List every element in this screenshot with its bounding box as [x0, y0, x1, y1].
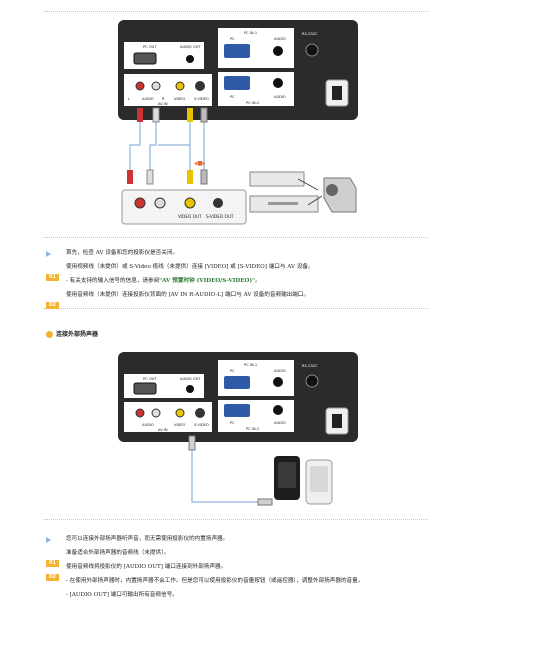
- audio-out-label-2: AUDIO OUT: [180, 377, 201, 381]
- sec1-step1: 使用视频线（未提供）或 S-Video 缆线（未提供）连接 [VIDEO] 或 …: [66, 264, 314, 270]
- pc-out-port: [133, 52, 157, 65]
- sec1-sub-prefix: - 有关支持的输入信号的信息，请参阅: [66, 278, 160, 284]
- plug-yellow: [187, 108, 193, 122]
- audio2-label: AUDIO: [274, 95, 286, 99]
- audio-out-label: AUDIO OUT: [180, 45, 201, 49]
- divider-3: [44, 519, 428, 520]
- device-svideo: [213, 198, 223, 208]
- audio-in2-jack-2: [273, 405, 283, 415]
- plug-red: [137, 108, 143, 122]
- pc-in1-port: [224, 44, 250, 58]
- av-device-box: [121, 189, 247, 225]
- r-label: R: [162, 97, 165, 101]
- pc-out-port-2: [133, 382, 157, 395]
- plug-grey-2: [200, 169, 208, 185]
- note-arrow-icon-1: [46, 251, 51, 257]
- video-jack: [175, 81, 185, 91]
- sec2-note: 您可以连接外部扬声器听声音，而无需使用投影仪的内置扬声器。: [66, 536, 229, 542]
- divider-2: [44, 308, 428, 309]
- sec2-sub1: - 在使用外部扬声器时，内置扬声器不会工作。但是您可以使用投影仪的音量按钮（或遥…: [66, 578, 364, 584]
- svideo-label: S-VIDEO: [194, 97, 209, 101]
- audio-r-jack: [151, 81, 161, 91]
- sec2-sub2: - [AUDIO OUT] 端口可输出所有音频信号。: [66, 592, 178, 598]
- audio-in1-jack: [273, 46, 283, 56]
- l-label: L: [128, 97, 130, 101]
- pc-in1-label-2: PC IN-1: [244, 363, 257, 367]
- step-badge-1: 01: [46, 263, 59, 282]
- plug-yellow-2: [187, 170, 193, 184]
- rs232c-label: RS-232C: [302, 32, 318, 36]
- speaker-cable: [191, 450, 268, 503]
- device-video: [184, 197, 196, 209]
- note-arrow-icon-2: [46, 537, 51, 543]
- svideo-jack: [195, 81, 205, 91]
- audio1-label-2: AUDIO: [274, 369, 286, 373]
- svideo-label-2: S-VIDEO: [194, 423, 209, 427]
- pc1-label-2: PC: [230, 369, 235, 373]
- audio-in1-jack-2: [273, 377, 283, 387]
- device-audio-r: [154, 197, 166, 209]
- speaker-connection-diagram: PC OUT AUDIO OUT PC IN-1 PC AUDIO RS-232…: [118, 352, 358, 506]
- audio-l-jack-2: [135, 408, 145, 418]
- pc-in2-port: [224, 76, 250, 90]
- pc1-label: PC: [230, 37, 235, 41]
- av-in-label: AV IN: [158, 102, 168, 106]
- pc-in1-label: PC IN-1: [244, 31, 257, 35]
- pc2-label: PC: [230, 95, 235, 99]
- plug-red-2: [127, 170, 133, 184]
- svideo-out-label: S-VIDEO OUT: [206, 214, 234, 219]
- sec1-sub-suffix: 。: [254, 278, 261, 284]
- audio1-label: AUDIO: [274, 37, 286, 41]
- video-label-2: VIDEO: [174, 423, 186, 427]
- pc-out-label: PC OUT: [143, 45, 157, 49]
- plug-white: [152, 107, 160, 123]
- section-title: 连接外部扬声器: [46, 329, 98, 338]
- video-out-label: VIDEO OUT: [178, 214, 202, 219]
- sec1-step2: 使用音频线（未提供）连接投影仪背面的 [AV IN R-AUDIO-L] 端口与…: [66, 292, 310, 298]
- plug-grey: [200, 107, 208, 123]
- speaker-plug: [188, 435, 196, 451]
- sec1-note: 首先，检查 AV 设备和您的投影仪是否关闭。: [66, 250, 179, 256]
- audio-r-jack-2: [151, 408, 161, 418]
- audio-in2-jack: [273, 78, 283, 88]
- svideo-jack-2: [195, 408, 205, 418]
- video-jack-2: [175, 408, 185, 418]
- pc-in2-port-2: [224, 404, 250, 417]
- device-audio-l: [134, 197, 146, 209]
- speaker-plug-end: [257, 498, 273, 506]
- divider-1: [44, 237, 428, 238]
- av-in-label-2: AV IN: [158, 428, 168, 432]
- audio2-label-2: AUDIO: [274, 421, 286, 425]
- audio-out-jack-2: [186, 385, 194, 393]
- alternate-arrow-icon: ◂■▸: [194, 160, 206, 167]
- pc-in1-port-2: [224, 376, 250, 389]
- video-label: VIDEO: [174, 97, 186, 101]
- rs232c-port: [305, 43, 319, 57]
- sec2-step1: 准备适合外部扬声器的音频线（未提供）。: [66, 550, 170, 556]
- audio-out-jack: [186, 55, 194, 63]
- pc2-label-2: PC: [230, 421, 235, 425]
- rs232c-label-2: RS-232C: [302, 364, 318, 368]
- av-audio-label-2: AUDIO: [142, 423, 154, 427]
- pc-in2-label: PC IN-2: [246, 101, 259, 105]
- section-bullet-icon: [46, 331, 53, 338]
- step-badge-2: 02: [46, 291, 59, 310]
- av-audio-label: AUDIO: [142, 97, 154, 101]
- vcr-device: [249, 171, 305, 187]
- step-badge-3: 01: [46, 549, 59, 568]
- sec1-sub: - 有关支持的输入信号的信息，请参阅"AV 预置时钟 (VIDEO/S-VIDE…: [66, 277, 261, 285]
- step-badge-4: 02: [46, 563, 59, 582]
- av-connection-diagram: PC OUT AUDIO OUT PC IN-1 PC AUDIO RS-232…: [118, 20, 358, 225]
- audio-l-jack: [135, 81, 145, 91]
- av-preset-link[interactable]: "AV 预置时钟 (VIDEO/S-VIDEO)": [159, 278, 255, 284]
- pc-in2-label-2: PC IN-2: [246, 427, 259, 431]
- rs232c-port-2: [305, 374, 319, 388]
- plug-white-2: [146, 169, 154, 185]
- pc-out-label-2: PC OUT: [143, 377, 157, 381]
- top-divider: [44, 11, 428, 12]
- sec2-step2: 使用音频线将投影仪的 [AUDIO OUT] 端口连接到外部扬声器。: [66, 564, 227, 570]
